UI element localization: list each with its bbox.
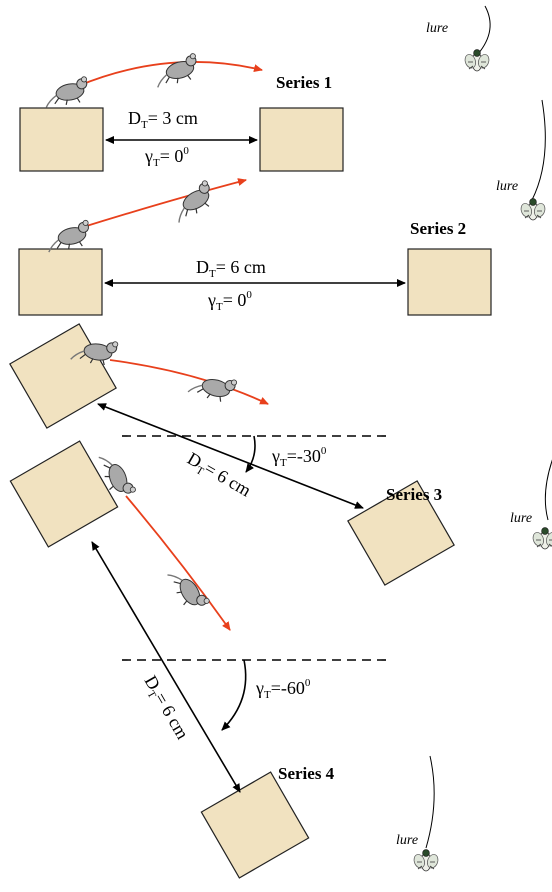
angle-label: γT=-600 xyxy=(255,677,311,701)
trajectory xyxy=(109,359,269,405)
angle-label: γT= 00 xyxy=(144,145,189,169)
lure-thread xyxy=(544,459,552,521)
fly-icon xyxy=(530,527,552,550)
lure-1: lure xyxy=(426,5,492,72)
animal-leap xyxy=(166,179,219,225)
animal-leap xyxy=(187,368,238,406)
lure-2: lure xyxy=(496,99,548,221)
lure-thread xyxy=(477,5,491,55)
distance-arrow xyxy=(97,403,364,509)
series-label: Series 2 xyxy=(410,219,466,238)
distance-label: DT= 3 cm xyxy=(128,108,198,131)
lure-thread xyxy=(425,755,435,849)
fly-icon xyxy=(411,849,441,872)
animal-start xyxy=(41,75,92,110)
angle-arc xyxy=(245,435,256,473)
series-label: Series 3 xyxy=(386,485,442,504)
series-label: Series 4 xyxy=(278,764,335,783)
start-platform xyxy=(9,440,119,548)
series-1-group: DT= 3 cm γT= 00 Series 1 xyxy=(19,52,344,172)
distance-label: DT= 6 cm xyxy=(183,448,255,503)
series-3-group: DT= 6 cm γT=-300 Series 3 xyxy=(9,323,455,586)
series-4-group: DT= 6 cm γT=-600 Series 4 xyxy=(9,440,388,879)
lure-4: lure xyxy=(396,755,441,872)
target-platform xyxy=(259,107,344,172)
distance-label: DT= 6 cm xyxy=(196,257,266,280)
lure-label: lure xyxy=(496,179,518,194)
target-platform xyxy=(347,480,455,586)
lure-label: lure xyxy=(510,511,532,526)
start-platform xyxy=(19,107,104,172)
fly-icon xyxy=(518,198,548,221)
animal-start xyxy=(43,219,94,254)
trajectory xyxy=(79,178,247,229)
series-2-group: DT= 6 cm γT= 00 Series 2 xyxy=(18,178,492,316)
lure-thread xyxy=(531,99,546,201)
lure-3: lure xyxy=(510,459,552,550)
start-platform xyxy=(9,323,117,429)
angle-label: γT=-300 xyxy=(271,445,327,469)
lure-label: lure xyxy=(396,833,418,848)
start-platform xyxy=(18,248,103,316)
target-platform xyxy=(200,771,310,879)
fly-icon xyxy=(462,49,492,72)
distance-arrow xyxy=(91,541,241,793)
trajectory xyxy=(77,61,263,87)
target-platform xyxy=(407,248,492,316)
lure-label: lure xyxy=(426,21,448,36)
angle-label: γT= 00 xyxy=(207,289,252,313)
angle-arc xyxy=(221,659,247,731)
trajectory xyxy=(125,495,231,631)
animal-leap xyxy=(165,562,211,615)
animal-leap xyxy=(150,52,202,90)
series-label: Series 1 xyxy=(276,73,332,92)
distance-label: DT= 6 cm xyxy=(138,672,193,744)
